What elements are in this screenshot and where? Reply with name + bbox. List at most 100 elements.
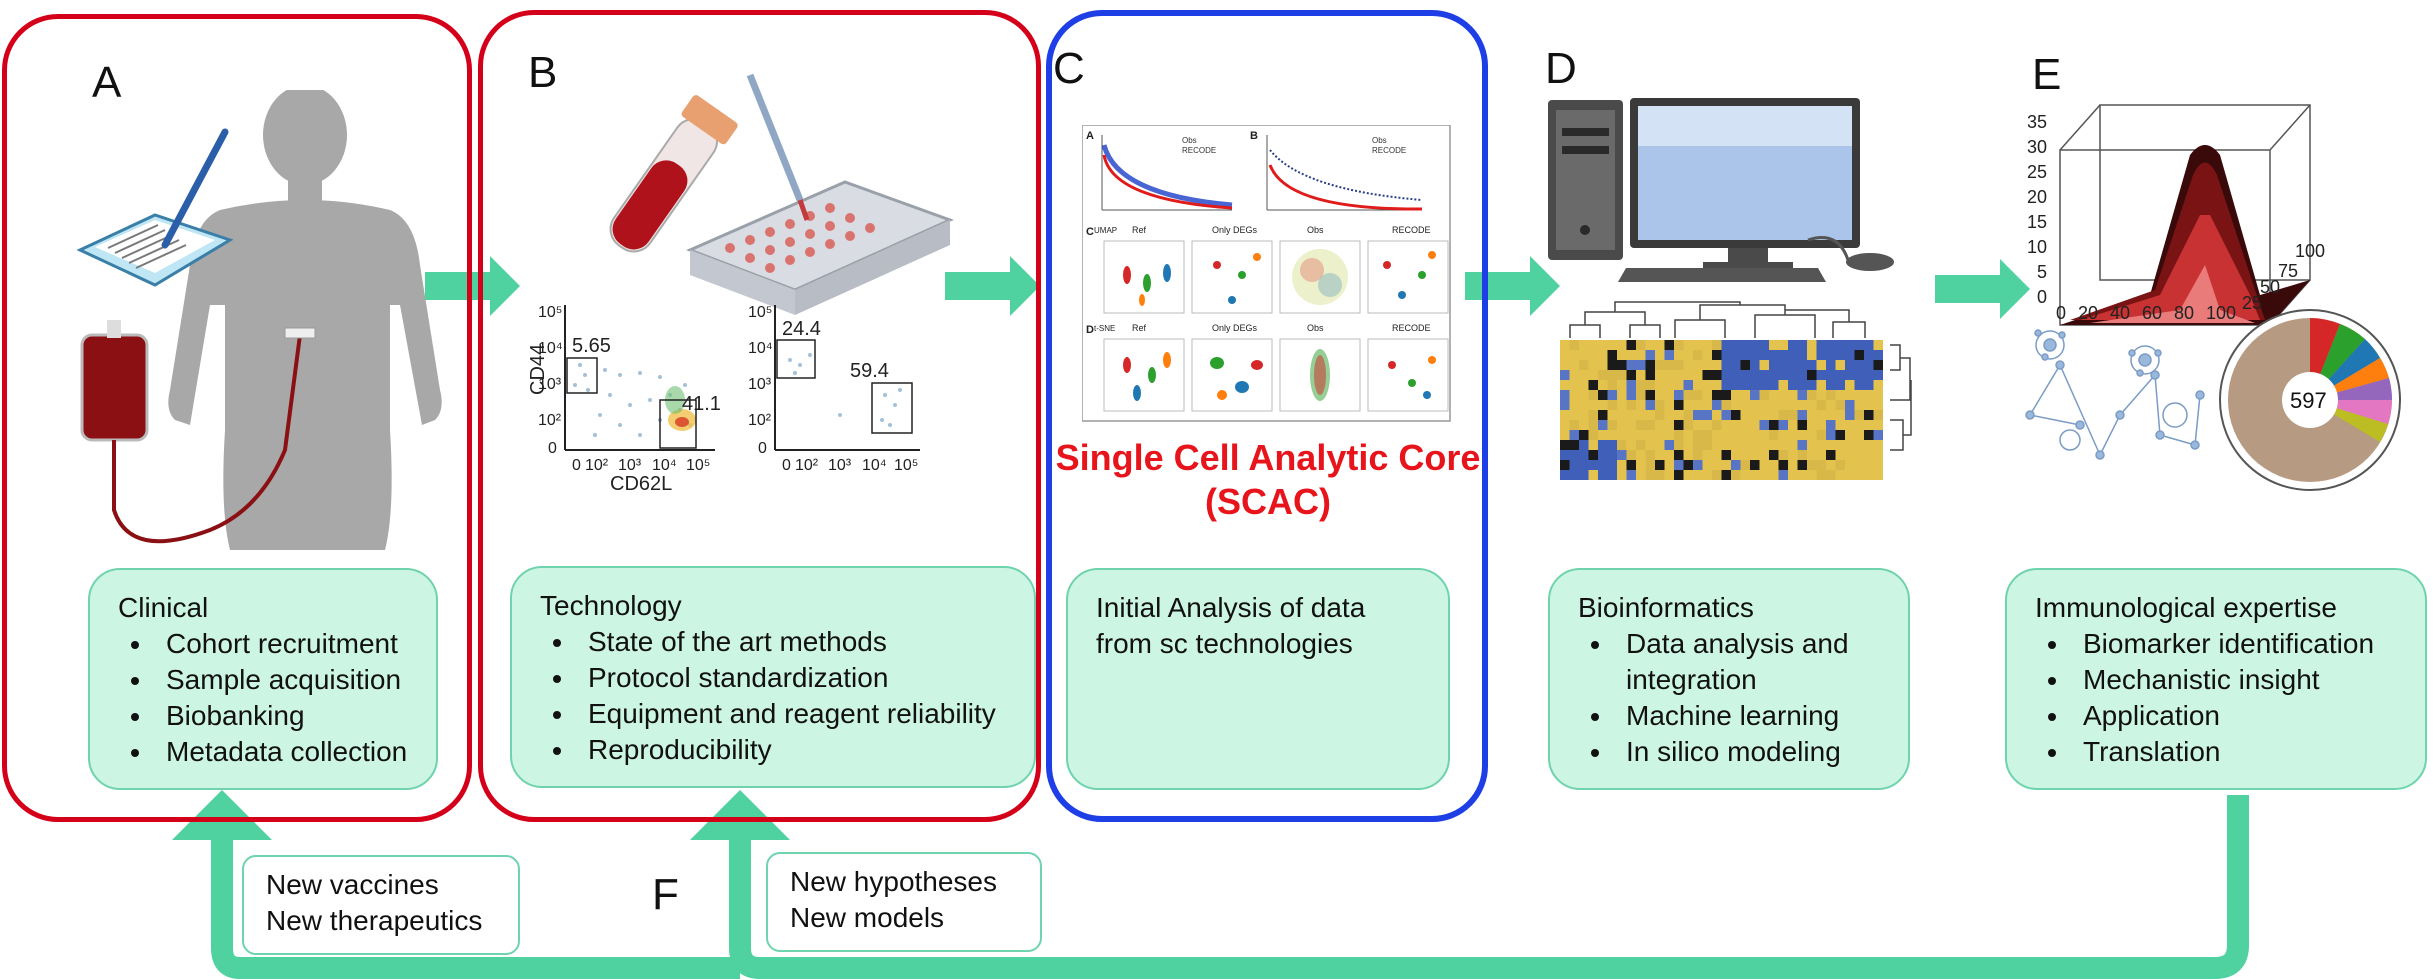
- heatmap-cell: [1845, 350, 1855, 360]
- heatmap-cell: [1569, 410, 1579, 420]
- panel-c-textbox: Initial Analysis of data from sc technol…: [1066, 568, 1450, 790]
- heatmap-cell: [1769, 380, 1779, 390]
- heatmap-cell: [1664, 410, 1674, 420]
- heatmap-cell: [1778, 440, 1788, 450]
- heatmap-cell: [1569, 340, 1579, 350]
- heatmap-cell: [1826, 400, 1836, 410]
- heatmap-cell: [1750, 410, 1760, 420]
- heatmap-cell: [1683, 420, 1693, 430]
- heatmap-cell: [1778, 410, 1788, 420]
- heatmap-cell: [1693, 370, 1703, 380]
- heatmap-cell: [1759, 410, 1769, 420]
- heatmap-cell: [1778, 400, 1788, 410]
- flow-ytick-2: 10⁴: [538, 340, 563, 357]
- heatmap-cell: [1588, 460, 1598, 470]
- heatmap-cell: [1702, 370, 1712, 380]
- heatmap-cell: [1864, 400, 1874, 410]
- heatmap-cell: [1797, 340, 1807, 350]
- heatmap-cell: [1750, 460, 1760, 470]
- heatmap-cell: [1864, 360, 1874, 370]
- heatmap-cell: [1579, 360, 1589, 370]
- heatmap-cell: [1873, 440, 1883, 450]
- mini-col-ref-2: Ref: [1132, 323, 1147, 333]
- panel-c-border: [1046, 10, 1488, 822]
- heatmap-cell: [1873, 420, 1883, 430]
- heatmap-cell: [1560, 400, 1570, 410]
- heatmap-cell: [1740, 400, 1750, 410]
- mini-label-a: A: [1086, 130, 1094, 142]
- heatmap-cell: [1845, 340, 1855, 350]
- list-item: In silico modeling: [1614, 734, 1880, 770]
- heatmap-cell: [1788, 470, 1798, 480]
- arrow-a-b: [425, 256, 520, 316]
- panel-f-letter: F: [652, 870, 679, 919]
- heatmap-cell: [1873, 470, 1883, 480]
- mini-col-recode-2: RECODE: [1392, 323, 1431, 333]
- heatmap-cell: [1721, 450, 1731, 460]
- scac-title: Single Cell Analytic Core (SCAC): [1052, 436, 1484, 524]
- heatmap-cell: [1807, 360, 1817, 370]
- heatmap-cell: [1626, 400, 1636, 410]
- heatmap-cell: [1769, 450, 1779, 460]
- heatmap-cell: [1873, 390, 1883, 400]
- heatmap-cell: [1759, 450, 1769, 460]
- heatmap-cell: [1826, 360, 1836, 370]
- pie-center-label: 597: [2290, 388, 2327, 413]
- heatmap-cell: [1759, 400, 1769, 410]
- heatmap-cell: [1588, 420, 1598, 430]
- heatmap-cell: [1579, 460, 1589, 470]
- heatmap-cell: [1560, 360, 1570, 370]
- heatmap-cell: [1712, 460, 1722, 470]
- panel-a-letter: A: [92, 58, 122, 107]
- heatmap-cell: [1645, 360, 1655, 370]
- heatmap-cell: [1835, 450, 1845, 460]
- heatmap-cell: [1683, 460, 1693, 470]
- heatmap-cell: [1693, 440, 1703, 450]
- arrow-c-d: [1465, 256, 1560, 316]
- ytick-100: 100: [2295, 241, 2325, 261]
- heatmap-cell: [1702, 350, 1712, 360]
- heatmap-cell: [1721, 370, 1731, 380]
- heatmap-cell: [1702, 420, 1712, 430]
- heatmap-cell: [1778, 350, 1788, 360]
- flow-right-xtick-2: 10²: [795, 457, 819, 474]
- pie-chart: 597: [2219, 309, 2401, 491]
- heatmap-cell: [1693, 430, 1703, 440]
- heatmap-cell: [1579, 420, 1589, 430]
- heatmap-cell: [1797, 470, 1807, 480]
- heatmap-cell: [1721, 470, 1731, 480]
- heatmap-cell: [1759, 440, 1769, 450]
- flow-xtick-2: 10²: [585, 457, 609, 474]
- heatmap-cell: [1721, 460, 1731, 470]
- mini-tsne-label: t-SNE: [1094, 324, 1115, 333]
- heatmap-cell: [1788, 460, 1798, 470]
- heatmap-cell: [1702, 440, 1712, 450]
- heatmap-cell: [1845, 370, 1855, 380]
- heatmap-cell: [1617, 370, 1627, 380]
- flow-right-ytick-5: 0: [758, 440, 767, 457]
- heatmap-cell: [1873, 350, 1883, 360]
- heatmap-cell: [1721, 420, 1731, 430]
- heatmap-cell: [1826, 450, 1836, 460]
- panel-e-list: Biomarker identification Mechanistic ins…: [2035, 626, 2397, 770]
- heatmap-cell: [1645, 410, 1655, 420]
- heatmap-cell: [1607, 340, 1617, 350]
- heatmap-cell: [1645, 340, 1655, 350]
- heatmap-cell: [1854, 400, 1864, 410]
- heatmap-cell: [1797, 380, 1807, 390]
- heatmap-cell: [1731, 420, 1741, 430]
- heatmap-cell: [1664, 440, 1674, 450]
- heatmap-cell: [1873, 460, 1883, 470]
- panel-e-title: Immunological expertise: [2035, 592, 2337, 623]
- heatmap-cell: [1702, 400, 1712, 410]
- list-item: Metadata collection: [154, 734, 408, 770]
- heatmap-cell: [1579, 340, 1589, 350]
- heatmap-cell: [1816, 350, 1826, 360]
- heatmap-cell: [1797, 370, 1807, 380]
- heatmap-cell: [1731, 440, 1741, 450]
- heatmap-cell: [1845, 470, 1855, 480]
- heatmap-cell: [1693, 400, 1703, 410]
- heatmap-cell: [1731, 390, 1741, 400]
- heatmap-cell: [1655, 460, 1665, 470]
